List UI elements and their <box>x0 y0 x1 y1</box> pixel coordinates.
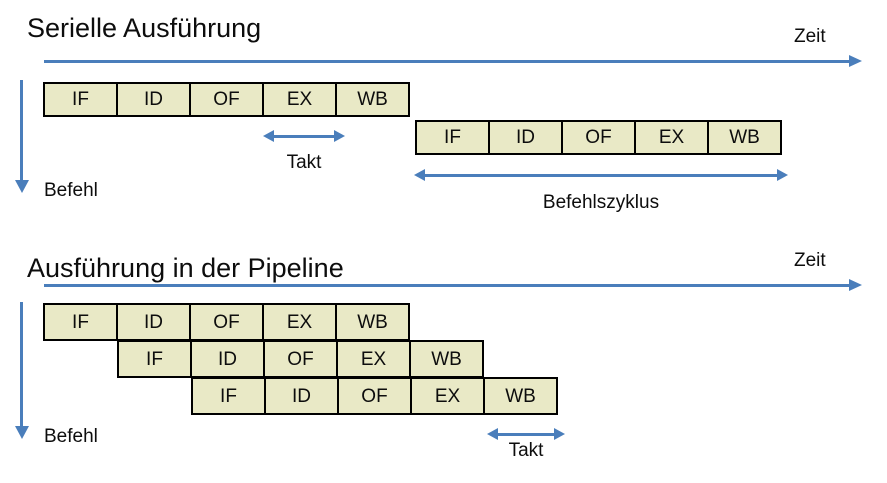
stage-cell: ID <box>116 303 191 341</box>
arrow-head-right-icon <box>849 55 862 67</box>
stage-cell: ID <box>264 377 339 415</box>
arrow-head-left-icon <box>487 428 498 440</box>
stage-cell: EX <box>336 340 411 378</box>
stage-cell: EX <box>262 82 337 117</box>
stage-cell: ID <box>488 120 563 155</box>
arrow-head-left-icon <box>263 130 274 142</box>
stage-cell: EX <box>634 120 709 155</box>
time-axis-arrow-serial <box>44 55 862 69</box>
time-axis-shaft <box>44 60 850 63</box>
instruction-axis-shaft <box>20 302 23 426</box>
stage-row-pipeline-1: IF ID OF EX WB <box>43 303 410 341</box>
stage-cell: WB <box>335 303 410 341</box>
stage-cell: OF <box>189 303 264 341</box>
stage-cell: IF <box>415 120 490 155</box>
measure-shaft <box>270 134 338 138</box>
instruction-axis-arrow-pipeline <box>15 302 29 439</box>
measure-arrow-takt-pipeline <box>487 428 565 440</box>
stage-cell: EX <box>262 303 337 341</box>
measure-label-befehlszyklus: Befehlszyklus <box>542 192 660 213</box>
measure-label-takt-pipeline: Takt <box>508 440 544 461</box>
page-title-pipeline: Ausführung in der Pipeline <box>27 253 344 283</box>
stage-cell: WB <box>409 340 484 378</box>
stage-cell: OF <box>189 82 264 117</box>
measure-shaft <box>421 173 781 177</box>
measure-arrow-takt-serial <box>263 130 345 142</box>
arrow-head-left-icon <box>414 169 425 181</box>
stage-cell: WB <box>707 120 782 155</box>
arrow-head-right-icon <box>849 279 862 291</box>
measure-arrow-befehlszyklus <box>414 169 788 181</box>
arrow-head-right-icon <box>554 428 565 440</box>
stage-cell: WB <box>335 82 410 117</box>
stage-cell: OF <box>561 120 636 155</box>
time-axis-label-pipeline: Zeit <box>794 250 826 271</box>
stage-cell: EX <box>410 377 485 415</box>
arrow-head-down-icon <box>15 180 29 193</box>
instruction-axis-arrow-serial <box>15 80 29 193</box>
stage-cell: IF <box>43 82 118 117</box>
stage-cell: ID <box>190 340 265 378</box>
arrow-head-down-icon <box>15 426 29 439</box>
instruction-axis-label-pipeline: Befehl <box>44 426 98 447</box>
section-serial-execution: Serielle Ausführung Zeit Befehl IF ID OF… <box>0 0 887 240</box>
arrow-head-right-icon <box>334 130 345 142</box>
stage-cell: IF <box>191 377 266 415</box>
stage-cell: ID <box>116 82 191 117</box>
instruction-axis-label-serial: Befehl <box>44 180 98 201</box>
stage-cell: OF <box>263 340 338 378</box>
instruction-axis-shaft <box>20 80 23 180</box>
stage-row-pipeline-3: IF ID OF EX WB <box>191 377 558 415</box>
stage-cell: WB <box>483 377 558 415</box>
measure-shaft <box>494 432 558 436</box>
stage-cell: OF <box>337 377 412 415</box>
stage-cell: IF <box>43 303 118 341</box>
time-axis-label-serial: Zeit <box>794 26 826 47</box>
time-axis-arrow-pipeline <box>44 279 862 293</box>
arrow-head-right-icon <box>777 169 788 181</box>
stage-cell: IF <box>117 340 192 378</box>
measure-label-takt-serial: Takt <box>286 152 322 173</box>
stage-row-serial-2: IF ID OF EX WB <box>415 120 782 155</box>
time-axis-shaft <box>44 284 850 287</box>
stage-row-pipeline-2: IF ID OF EX WB <box>117 340 484 378</box>
stage-row-serial-1: IF ID OF EX WB <box>43 82 410 117</box>
page-title-serial: Serielle Ausführung <box>27 13 262 43</box>
section-pipeline-execution: Ausführung in der Pipeline Zeit Befehl I… <box>0 240 887 483</box>
